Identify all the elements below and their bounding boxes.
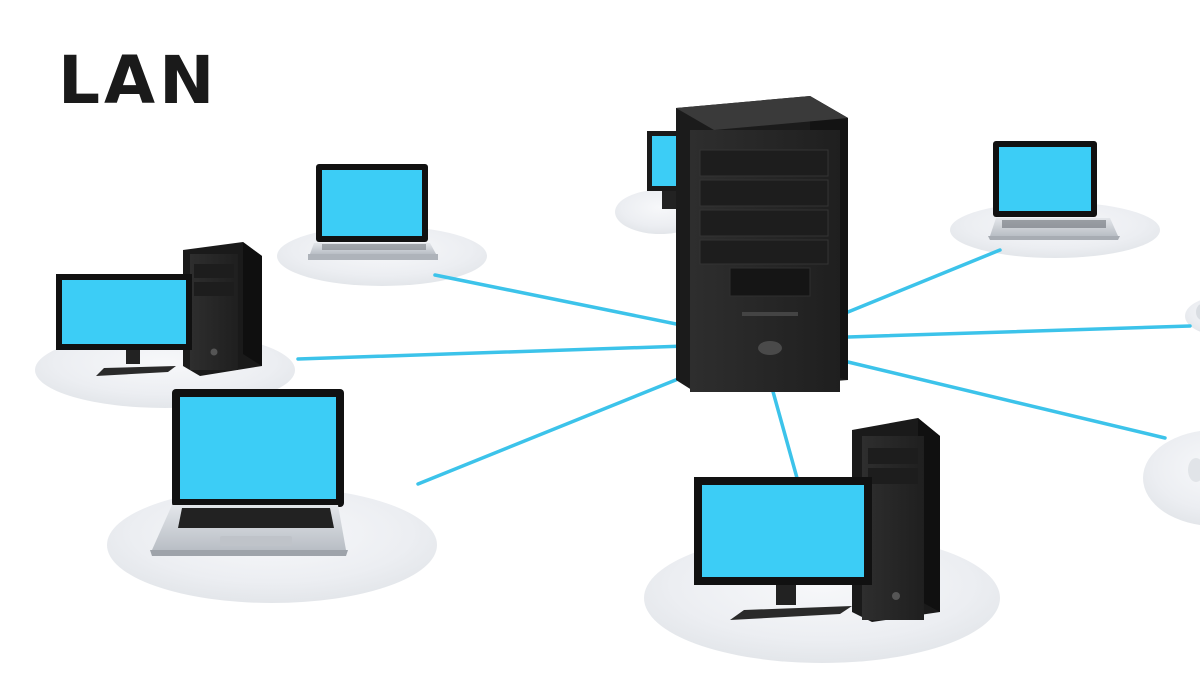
cable-client-right-lower (846, 360, 1167, 440)
desktop-bottom-center (694, 418, 940, 622)
cable-laptop-top-left (433, 273, 688, 328)
workstation-icon (1196, 304, 1200, 320)
laptop-icon (150, 389, 348, 556)
laptop-bottom-left (150, 389, 348, 556)
platform-client-right-lower (1143, 431, 1200, 525)
cable-desktop-left (296, 344, 688, 361)
diagram-title: LAN (58, 42, 219, 119)
cable-laptop-bottom-left (416, 373, 690, 486)
client-right-lower (1188, 458, 1200, 482)
file-server (676, 96, 848, 392)
platform-client-right-upper (1185, 300, 1200, 332)
desktop-left (56, 242, 262, 376)
workstation-icon (1188, 458, 1200, 482)
cable-client-right-upper (846, 324, 1192, 339)
cable-laptop-top-right (846, 248, 1002, 314)
network-cables (296, 248, 1192, 486)
laptop-top-left (308, 164, 438, 260)
laptop-icon (308, 164, 438, 260)
laptop-top-right (988, 141, 1120, 240)
laptop-icon (988, 141, 1120, 240)
desktop-computer-icon (56, 242, 262, 376)
client-right-upper (1196, 304, 1200, 320)
desktop-computer-icon (694, 418, 940, 622)
cable-desktop-bottom-center (770, 386, 799, 480)
server-tower-icon (676, 96, 848, 392)
